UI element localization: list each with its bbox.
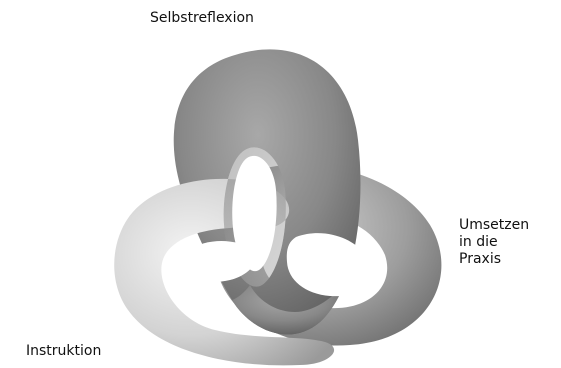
- label-instruktion: Instruktion: [26, 343, 101, 360]
- label-right-line-1: Umsetzen: [459, 217, 529, 234]
- label-right-line-2: in die: [459, 234, 529, 251]
- label-right-line-3: Praxis: [459, 251, 529, 268]
- label-selbstreflexion: Selbstreflexion: [150, 10, 254, 27]
- label-umsetzen-in-die-praxis: Umsetzen in die Praxis: [459, 217, 529, 268]
